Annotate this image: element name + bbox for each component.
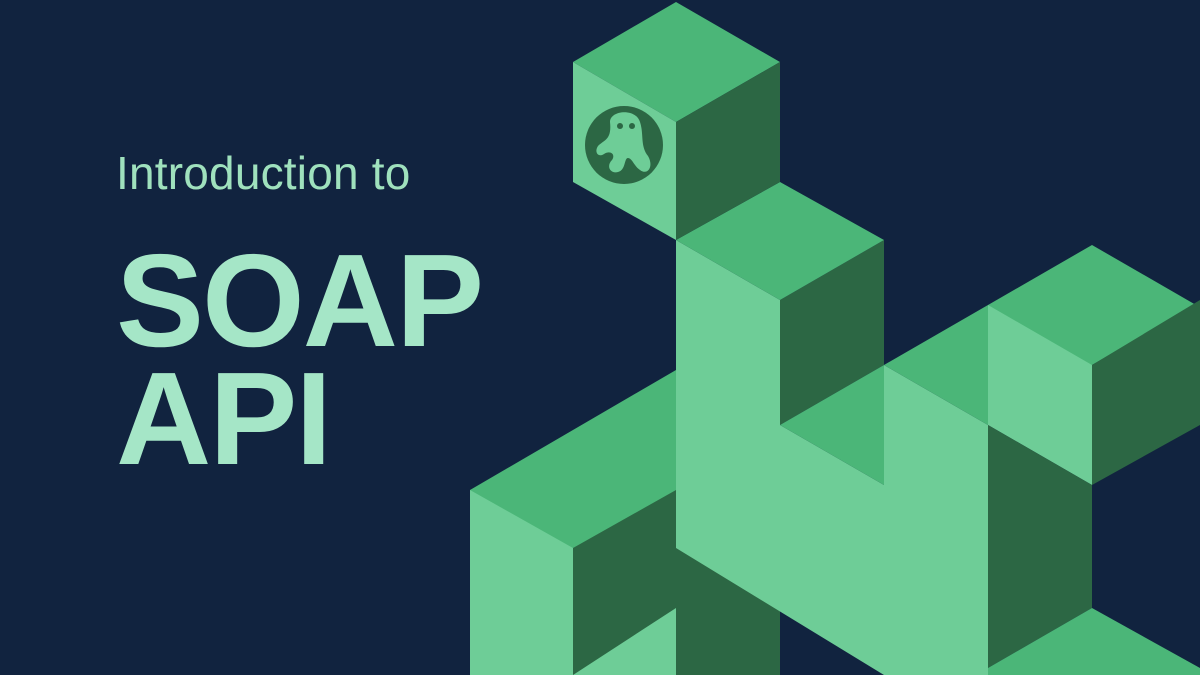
- recess-top-face: [780, 365, 884, 485]
- octopus-mascot-icon: [585, 106, 663, 184]
- column-top-face: [676, 182, 884, 300]
- right-lower-dark: [988, 425, 1092, 668]
- slide-subtitle: Introduction to: [116, 147, 411, 199]
- slide-title-line-1: SOAP: [116, 227, 484, 374]
- cube-region-front-light: [573, 608, 676, 675]
- title-block: Introduction to SOAP API: [116, 147, 536, 492]
- right-block-dark: [1092, 300, 1200, 485]
- right-bottom-top: [988, 608, 1200, 675]
- slide-title: SOAP API: [116, 227, 536, 492]
- top-cube-right: [676, 62, 780, 240]
- cube-region-left-face: [470, 490, 573, 675]
- top-cube-top: [573, 2, 780, 122]
- slide-title-line-2: API: [116, 345, 332, 492]
- column-light-face: [676, 240, 988, 675]
- column-dark-face: [780, 240, 884, 425]
